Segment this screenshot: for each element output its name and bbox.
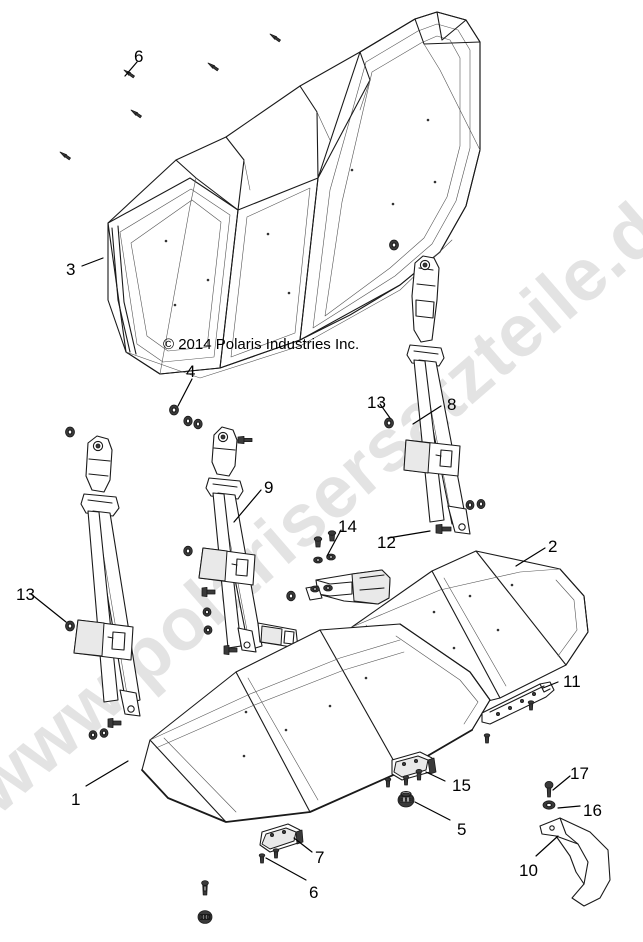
callout-13-right: 13 — [367, 393, 386, 412]
callout-3: 3 — [66, 260, 76, 279]
part-buckle-assembly-double — [305, 530, 391, 605]
callout-2: 2 — [548, 537, 558, 556]
callout-8: 8 — [447, 395, 457, 414]
part-hook-bracket — [539, 781, 611, 907]
callout-14: 14 — [338, 517, 357, 536]
callout-15: 15 — [452, 776, 471, 795]
callout-5: 5 — [457, 820, 467, 839]
callout-1: 1 — [71, 790, 81, 809]
callout-9: 9 — [264, 478, 274, 497]
callout-17: 17 — [570, 764, 589, 783]
callout-12: 12 — [377, 533, 396, 552]
part-seat-belt-left — [65, 404, 203, 740]
part-fasteners-bottom — [197, 880, 213, 924]
part-bracket-plate — [258, 823, 304, 864]
callout-7: 7 — [315, 848, 325, 867]
part-retainer-strip — [481, 681, 555, 744]
leader-lines — [30, 61, 581, 881]
copyright-notice: © 2014 Polaris Industries Inc. — [163, 336, 360, 353]
part-seat-back-cushion — [107, 11, 481, 379]
callout-10: 10 — [519, 861, 538, 880]
callout-16: 16 — [583, 801, 602, 820]
callout-6-lower: 6 — [309, 883, 319, 902]
callout-13-left: 13 — [16, 585, 35, 604]
part-seat-belt-right — [384, 239, 486, 535]
callout-11: 11 — [563, 672, 581, 691]
part-nut-cap — [397, 791, 415, 808]
part-bracket-latch — [384, 751, 437, 788]
callout-6-upper: 6 — [134, 47, 144, 66]
part-seat-bottom-front-cushion — [141, 623, 491, 823]
part-seat-belt-center — [183, 426, 299, 655]
callout-4: 4 — [186, 362, 196, 381]
part-screw-group-upper — [59, 33, 281, 161]
